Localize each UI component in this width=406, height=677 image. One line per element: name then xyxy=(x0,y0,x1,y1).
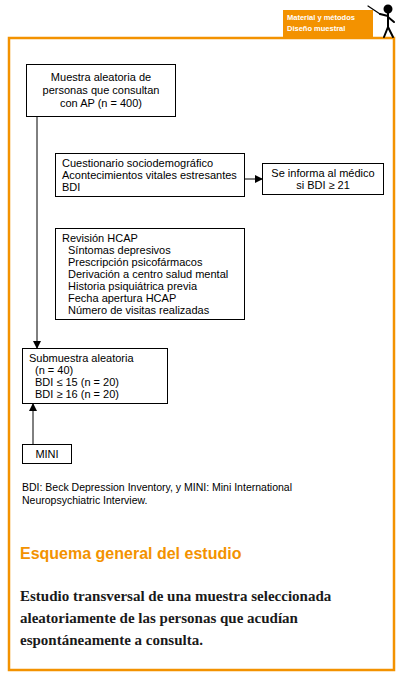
list-item: Prescripción psicofármacos xyxy=(62,256,238,268)
box-text: MINI xyxy=(29,448,65,460)
list-item: BDI ≥ 16 (n = 20) xyxy=(29,388,161,400)
list-item: Derivación a centro salud mental xyxy=(62,268,238,280)
list-item: Síntomas depresivos xyxy=(62,244,238,256)
list-item: Número de visitas realizadas xyxy=(62,304,238,316)
box-text: Revisión HCAP xyxy=(62,232,238,244)
figure-caption: Estudio transversal de una muestra selec… xyxy=(20,585,382,651)
orange-frame xyxy=(9,38,394,670)
list-item: Historia psiquiátrica previa xyxy=(62,280,238,292)
connector-arrow xyxy=(245,179,262,180)
figure-title: Esquema general del estudio xyxy=(20,545,241,563)
list-item: BDI ≤ 15 (n = 20) xyxy=(29,376,161,388)
process-box: MINI xyxy=(22,444,72,464)
connector-arrow xyxy=(33,404,34,444)
list-item: Acontecimientos vitales estresantes xyxy=(62,169,238,181)
box-text: Muestra aleatoria de personas que consul… xyxy=(33,71,169,110)
box-text: Cuestionario sociodemográfico xyxy=(62,157,238,169)
process-box: Muestra aleatoria de personas que consul… xyxy=(26,64,176,117)
abbreviation-note: BDI: Beck Depression Inventory, y MINI: … xyxy=(22,481,372,506)
box-text: Se informa al médico si BDI ≥ 21 xyxy=(269,167,377,191)
connector-arrow xyxy=(37,117,38,348)
list-item: Fecha apertura HCAP xyxy=(62,292,238,304)
process-box: Revisión HCAPSíntomas depresivosPrescrip… xyxy=(55,228,245,320)
process-box: Submuestra aleatoria(n = 40)BDI ≤ 15 (n … xyxy=(22,348,168,404)
process-box: Cuestionario sociodemográficoAcontecimie… xyxy=(55,153,245,197)
box-text: Submuestra aleatoria xyxy=(29,352,161,364)
list-item: (n = 40) xyxy=(29,364,161,376)
process-box: Se informa al médico si BDI ≥ 21 xyxy=(262,163,384,195)
section-tab xyxy=(283,10,373,39)
section-tab-text: Material y métodos xyxy=(287,13,355,23)
pointer-figure xyxy=(368,6,394,38)
list-item: BDI xyxy=(62,181,238,193)
section-tab-text: Diseño muestral xyxy=(287,24,345,34)
